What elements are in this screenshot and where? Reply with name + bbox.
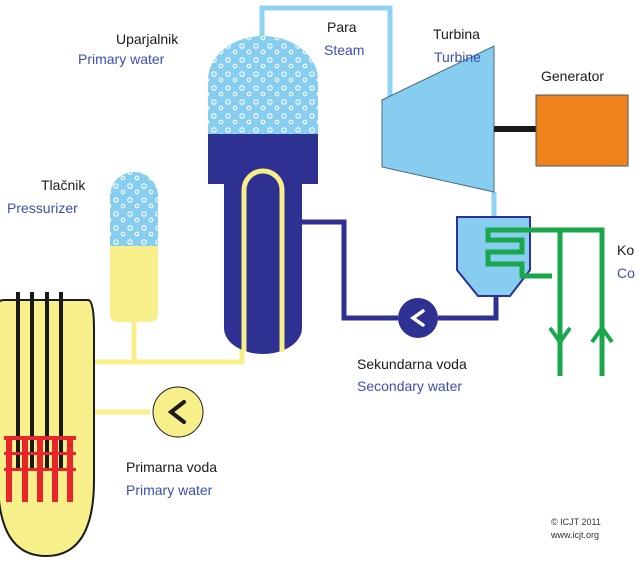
pressurizer-label: Tlačnik (41, 177, 86, 193)
secondary-water-label: Sekundarna voda (357, 356, 467, 372)
steam-generator-label: Uparjalnik (116, 31, 179, 47)
website-text: www.icjt.org (551, 530, 600, 540)
primary-water-pipe (80, 190, 245, 415)
condenser (456, 216, 531, 297)
primary-water-label-en: Primary water (126, 482, 213, 498)
generator-box (535, 94, 629, 167)
turbine-label: Turbina (433, 26, 480, 42)
steam-generator-label-en: Primary water (78, 51, 165, 67)
condenser-label-en: Co (617, 265, 635, 281)
primary-water-label: Primarna voda (126, 459, 218, 475)
steam-label-en: Steam (324, 42, 365, 58)
copyright-text: © ICJT 2011 (551, 517, 601, 527)
secondary-water-pipe (300, 219, 499, 321)
fuel-rods (4, 436, 76, 502)
steam-generator (208, 36, 318, 354)
secondary-pump (398, 298, 438, 338)
steam-label: Para (327, 19, 357, 35)
pressurizer (110, 172, 158, 322)
steam-pipe (259, 5, 497, 218)
reactor-vessel (0, 292, 95, 558)
turbine-label-en: Turbine (434, 49, 481, 65)
control-rods (16, 292, 63, 470)
secondary-water-label-en: Secondary water (357, 378, 463, 394)
primary-pump (152, 386, 204, 438)
generator-label: Generator (541, 68, 605, 84)
cooling-water-pipe (485, 227, 614, 376)
pressurizer-label-en: Pressurizer (7, 200, 78, 216)
turbine (381, 45, 495, 193)
condenser-label: Ko (617, 242, 635, 258)
